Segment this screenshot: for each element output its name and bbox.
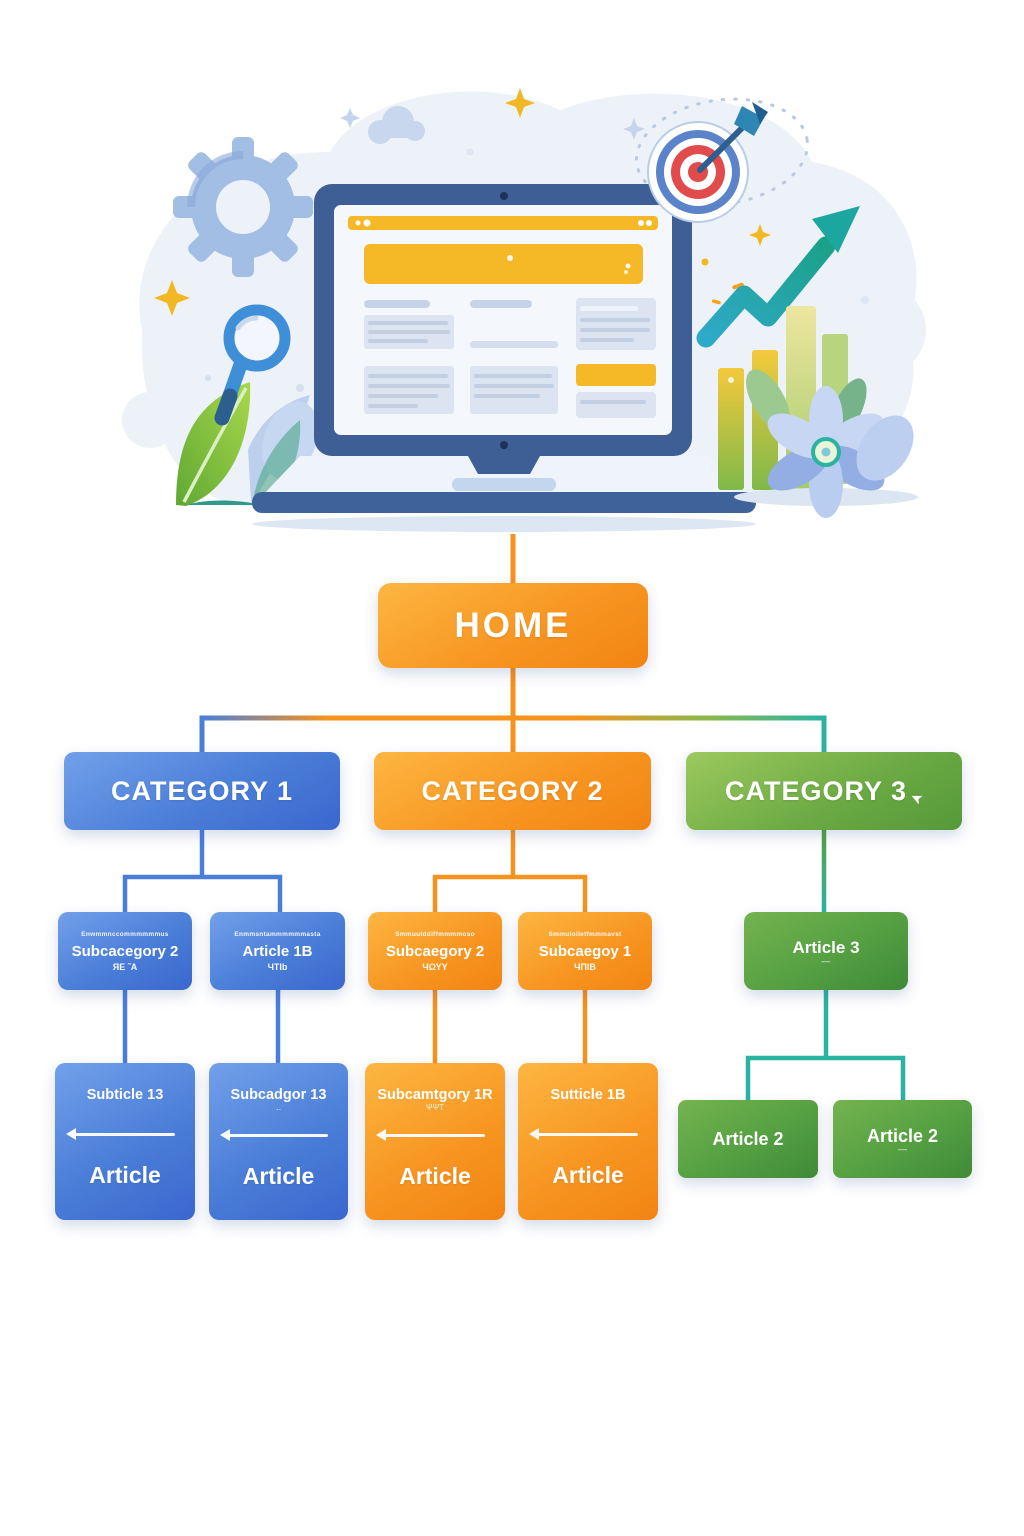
flower-icon — [734, 369, 918, 518]
connector-blue-level3 — [122, 990, 281, 1063]
cursor-glyph-icon: ➤ — [907, 788, 925, 808]
laptop-illustration — [252, 184, 756, 532]
dart-icon — [697, 121, 749, 173]
sparkle-icons — [154, 88, 869, 392]
gear-icon — [173, 137, 313, 277]
card-title: Subticle 13 — [86, 1087, 164, 1103]
tiny-text: ‥ — [275, 1103, 282, 1112]
tiny-text: Smmuulddiffmmmmoso — [395, 930, 475, 938]
article-title: Article 2 — [866, 1126, 939, 1146]
connector-green-level3 — [745, 990, 906, 1100]
subcategory-node: Smmuloiletfmmmavst Subcaegoy 1 ЧПІВ — [518, 912, 652, 990]
card-label: Article — [399, 1163, 471, 1189]
card-title: Subcamtgory 1R — [377, 1087, 493, 1103]
category-2-node: CATEGORY 2 — [374, 752, 651, 830]
subcategory-node: Enwmmnccommmmmmus Subcacegory 2 ЯΕ ˜A — [58, 912, 192, 990]
arrow-divider-icon — [220, 1129, 328, 1141]
tiny-text: ΨΨΤ — [425, 1103, 445, 1112]
cta-button-mock — [576, 364, 656, 386]
tiny-text: Enwmmnccommmmmmus — [81, 930, 169, 938]
card-title: Subcadgor 13 — [230, 1087, 327, 1103]
arrow-divider-icon — [529, 1128, 638, 1140]
header-illustration — [122, 88, 926, 532]
tiny-text: ЧΩΥΥ — [422, 961, 448, 972]
article-title: Article 3 — [792, 938, 860, 957]
magnifier-icon — [214, 304, 291, 426]
article-card-node: Subcamtgory 1R ΨΨΤ Article — [365, 1063, 505, 1220]
growth-arrow-icon — [696, 206, 860, 348]
target-icon — [647, 102, 768, 223]
category-1-label: CATEGORY 1 — [110, 775, 294, 806]
article-node: Article 2 — [678, 1100, 818, 1178]
connector-cat1-children — [122, 830, 283, 912]
dashed-orbit — [635, 97, 809, 207]
tiny-text: ЧТІb — [267, 961, 288, 972]
subcategory-title: Subcaegoy 1 — [538, 942, 632, 960]
subcategory-node: Enmmsntammmmmmasta Article 1B ЧТІb — [210, 912, 345, 990]
card-label: Article — [89, 1162, 161, 1188]
category-1-node: CATEGORY 1 — [64, 752, 340, 830]
article-card-node: Subcadgor 13 ‥ Article — [209, 1063, 348, 1220]
card-title: Sutticle 1B — [550, 1087, 626, 1103]
article-node: Article 3 — — [744, 912, 908, 990]
connector-orange-level3 — [432, 990, 588, 1063]
card-label: Article — [242, 1163, 315, 1189]
article-node: Article 2 — — [833, 1100, 972, 1178]
category-2-label: CATEGORY 2 — [421, 775, 604, 806]
arrow-divider-icon — [376, 1129, 485, 1141]
subcategory-title: Article 1B — [242, 942, 313, 960]
subcategory-node: Smmuulddiffmmmmoso Subcaegory 2 ЧΩΥΥ — [368, 912, 502, 990]
connector-home-categories — [199, 715, 827, 752]
tiny-text: ЧПІВ — [574, 961, 596, 972]
connector-cat2-children — [432, 830, 588, 912]
subcategory-title: Subcaegory 2 — [385, 942, 485, 960]
card-label: Article — [552, 1162, 624, 1188]
subcategory-title: Subcacegory 2 — [71, 942, 179, 960]
home-node: HOME — [378, 583, 648, 668]
category-3-node: CATEGORY 3➤ — [686, 752, 962, 830]
cloud-icon — [368, 106, 425, 144]
tiny-text: — — [821, 956, 831, 966]
home-label: HOME — [454, 605, 572, 645]
category-3-label: CATEGORY 3➤ — [725, 775, 925, 808]
tiny-text: ЯΕ ˜A — [112, 961, 138, 972]
tiny-text: Enmmsntammmmmmasta — [234, 930, 321, 938]
article-title: Article 2 — [712, 1129, 784, 1149]
tiny-text: — — [898, 1144, 907, 1154]
tiny-text: Smmuloiletfmmmavst — [548, 930, 622, 938]
article-card-node: Subticle 13 Article — [55, 1063, 195, 1220]
arrow-divider-icon — [66, 1128, 175, 1140]
article-card-node: Sutticle 1B Article — [518, 1063, 658, 1220]
